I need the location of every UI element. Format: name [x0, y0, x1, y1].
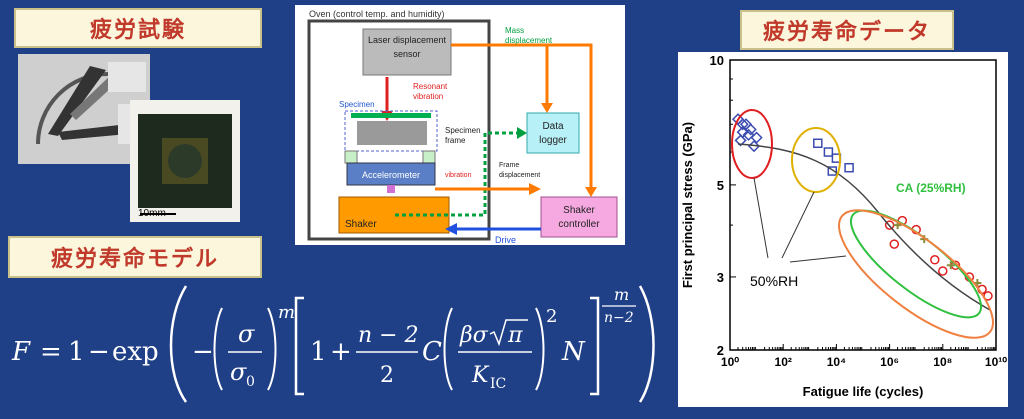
mass-label-1: Mass — [505, 26, 524, 35]
frame-disp-label-2: displacement — [499, 172, 540, 179]
formula-svg: F = 1 − exp − σ σ 0 m 1 + n − 2 2 C βσ π… — [11, 285, 655, 403]
data-point-diamond — [744, 123, 757, 136]
data-logger-box — [526, 112, 580, 154]
shaker-label: Shaker — [345, 219, 377, 230]
data-point-square — [827, 166, 838, 176]
x-tick-label: 10⁶ — [880, 355, 899, 369]
vibration-label: vibration — [445, 172, 472, 179]
data-point-circle — [930, 255, 940, 265]
formula-sq: 2 — [546, 306, 557, 327]
formula-minus-2: − — [192, 337, 214, 367]
formula-K: K — [471, 363, 490, 388]
annotation-50rh: 50%RH — [750, 273, 798, 289]
x-tick-label: 10⁴ — [827, 355, 846, 369]
data-point-diamond — [734, 134, 747, 147]
drive-label: Drive — [495, 235, 516, 245]
formula-eq: = — [40, 337, 62, 367]
y-tick-label: 10 — [710, 53, 724, 68]
frame-disp-label-1: Frame — [499, 162, 519, 169]
test-setup-diagram: Oven (control temp. and humidity) Laser … — [295, 5, 625, 245]
formula-K-sub: IC — [490, 376, 506, 392]
formula-C: C — [422, 337, 442, 367]
x-tick-label: 10⁰ — [721, 355, 739, 369]
specimen-label: Specimen — [339, 100, 375, 109]
chart-svg: 10⁰ 10² 10⁴ 10⁶ 10⁸ 10¹⁰ 10 5 3 2 50%RH CA (25%RH… — [680, 53, 1007, 399]
formula-m-exp: m — [278, 302, 295, 323]
accelerometer-label: Accelerometer — [362, 170, 420, 180]
formula-exp: exp — [112, 337, 159, 367]
y-tick-label: 5 — [717, 178, 724, 193]
data-point-plus — [946, 261, 955, 270]
plot-frame — [729, 59, 997, 351]
oven-enclosure — [307, 19, 491, 241]
scale-bar-label: 10mm — [138, 208, 166, 219]
formula-one-2: 1 — [310, 337, 327, 367]
annotation-ca25: CA (25%RH) — [896, 181, 966, 195]
fatigue-data-title: 疲労寿命データ — [740, 10, 954, 50]
formula-exp-den: n−2 — [604, 310, 634, 326]
formula-exp-num: m — [614, 285, 629, 304]
mass-label-2: displacement — [505, 36, 553, 45]
formula-sigma: σ — [238, 320, 255, 348]
logger-label-2: logger — [539, 135, 567, 146]
formula-one: 1 — [68, 337, 85, 367]
fatigue-model-title: 疲労寿命モデル — [8, 236, 262, 278]
formula-n-minus-2: n − 2 — [358, 323, 419, 348]
ellipse-red — [731, 109, 773, 179]
x-axis-label: Fatigue life (cycles) — [803, 384, 924, 399]
resonant-label-2: vibration — [413, 92, 443, 101]
data-point-square — [823, 147, 834, 157]
fatigue-life-chart: 10⁰ 10² 10⁴ 10⁶ 10⁸ 10¹⁰ 10 5 3 2 50%RH CA (25%RH… — [678, 52, 1008, 407]
data-point-circle — [938, 266, 948, 276]
formula-beta-sigma: βσ — [459, 323, 489, 348]
controller-label-1: Shaker — [563, 205, 595, 216]
shaker-controller-box — [540, 196, 618, 238]
x-tick-label: 10⁸ — [933, 355, 952, 369]
fatigue-data-title-text: 疲労寿命データ — [762, 20, 931, 45]
fatigue-test-title: 疲労試験 — [14, 8, 262, 48]
chip-photo — [130, 100, 240, 222]
data-point-diamond — [736, 118, 749, 131]
resonant-label-1: Resonant — [413, 82, 448, 91]
data-point-square — [844, 162, 854, 173]
formula-sigma0: σ — [230, 358, 247, 386]
formula-minus: − — [88, 337, 110, 367]
formula-sigma0-sub: 0 — [246, 374, 255, 390]
fatigue-formula: F = 1 − exp − σ σ 0 m 1 + n − 2 2 C βσ π… — [0, 278, 660, 408]
y-tick-label: 2 — [717, 343, 724, 358]
chip-photo-art — [130, 100, 240, 222]
ellipse-orange — [838, 209, 994, 339]
laser-label-2: sensor — [393, 49, 420, 59]
frame-label-1: Specimen — [445, 126, 481, 135]
formula-F: F — [11, 337, 31, 367]
fit-curve — [737, 143, 991, 311]
formula-two: 2 — [380, 363, 394, 388]
ellipse-yellow — [791, 127, 841, 193]
laser-label-1: Laser displacement — [368, 35, 447, 45]
y-axis-label: First principal stress (GPa) — [680, 122, 695, 288]
data-point-circle — [884, 220, 895, 230]
ellipse-green — [849, 209, 983, 319]
specimen-frame — [344, 110, 438, 152]
frame-label-2: frame — [445, 136, 466, 145]
fatigue-test-title-text: 疲労試験 — [89, 18, 186, 43]
data-point-circle — [889, 239, 900, 249]
specimen-photo-art — [18, 54, 150, 164]
controller-label-2: controller — [558, 219, 600, 230]
formula-N: N — [561, 337, 586, 367]
oven-label: Oven (control temp. and humidity) — [309, 9, 445, 19]
formula-pi: π — [507, 323, 523, 348]
x-tick-label: 10¹⁰ — [985, 355, 1007, 369]
fatigue-model-title-text: 疲労寿命モデル — [50, 247, 219, 272]
specimen-photo — [18, 54, 150, 164]
data-point-diamond — [750, 131, 763, 144]
formula-plus: + — [330, 337, 352, 367]
laser-sensor-box — [362, 28, 452, 76]
data-point-square — [813, 138, 823, 149]
x-tick-label: 10² — [775, 355, 792, 369]
logger-label-1: Data — [542, 121, 564, 132]
y-tick-label: 3 — [717, 270, 724, 285]
diagram-svg: Oven (control temp. and humidity) Laser … — [307, 9, 618, 245]
